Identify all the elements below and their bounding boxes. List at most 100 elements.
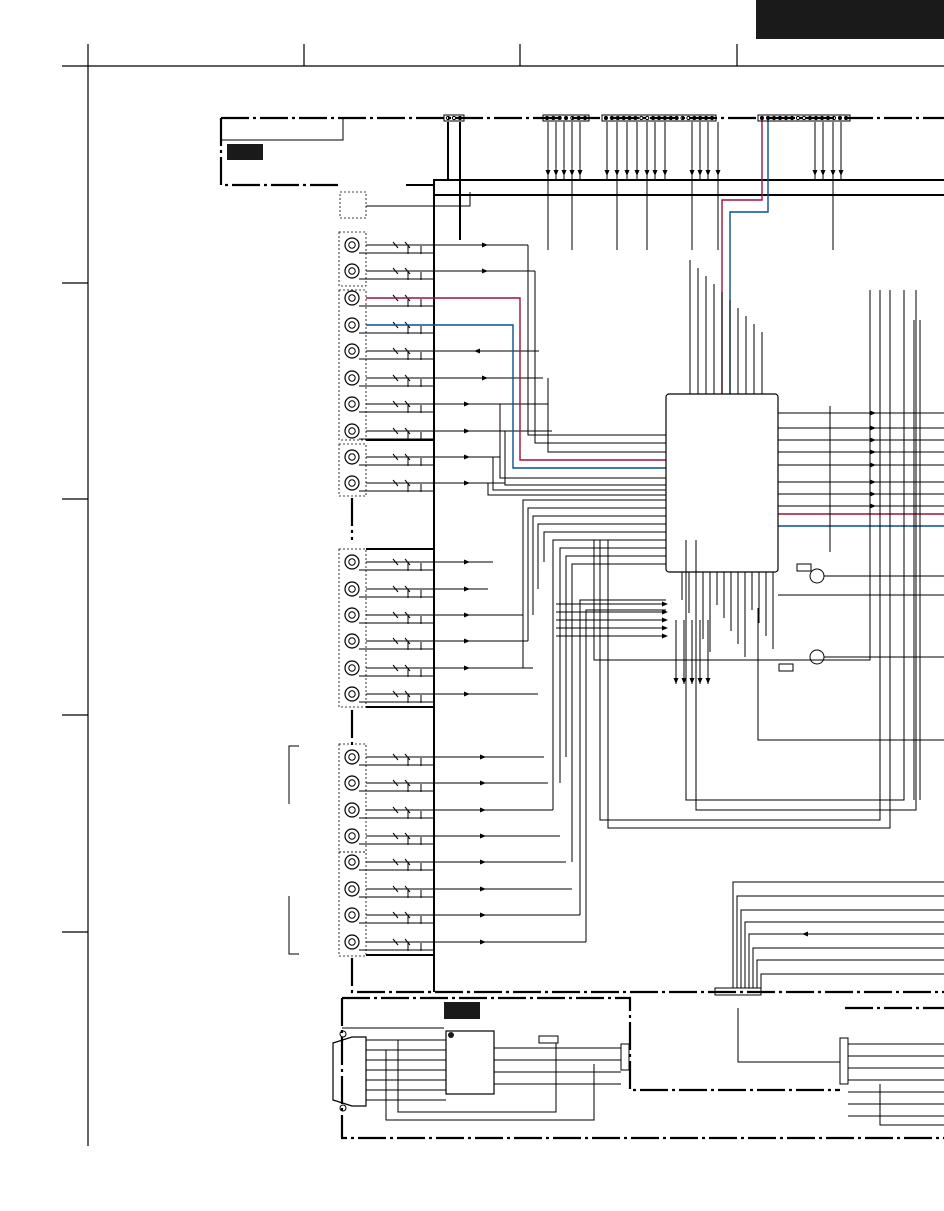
riser-line xyxy=(537,523,666,589)
arrow-icon xyxy=(870,479,876,485)
connector-pin-icon xyxy=(837,115,843,121)
rca-jack-icon xyxy=(344,633,360,649)
capacitor-icon xyxy=(407,352,422,360)
arrow-icon xyxy=(870,437,876,443)
connector-pin-icon xyxy=(680,115,685,121)
arrow-icon xyxy=(464,638,470,644)
arrow-icon xyxy=(689,678,695,684)
connector-pin-icon xyxy=(795,115,801,121)
connector-pin-icon xyxy=(777,115,783,121)
routing-lines xyxy=(593,290,944,988)
rca-jack-icon xyxy=(344,881,360,897)
arrow-icon xyxy=(480,859,486,865)
rca-jack-icon xyxy=(344,581,360,597)
selector-ic xyxy=(665,393,779,573)
arrow-icon xyxy=(464,665,470,671)
connector-pin-icon xyxy=(831,115,837,121)
arrow-icon xyxy=(634,170,640,176)
rca-jack-center-icon xyxy=(348,637,356,645)
rca-jack-center-icon xyxy=(348,427,356,435)
jack-block-outlines xyxy=(338,191,367,957)
connector-pin-icon xyxy=(651,115,656,121)
arrow-icon xyxy=(464,559,470,565)
arrow-icon xyxy=(662,617,668,623)
arrow-icon xyxy=(715,170,721,176)
ic-pin-lines xyxy=(556,260,944,657)
top-connectors xyxy=(443,114,851,250)
bottom-connector xyxy=(714,987,840,1063)
capacitor-icon xyxy=(407,379,422,387)
bottom-route-line xyxy=(732,881,944,988)
arrow-icon xyxy=(870,425,876,431)
arrow-icon xyxy=(480,807,486,813)
arrow-icon xyxy=(482,268,488,274)
connector-pin-icon xyxy=(801,115,807,121)
rca-jack-icon xyxy=(344,370,360,386)
routing-loop xyxy=(607,290,891,829)
connector-pin-icon xyxy=(603,115,609,121)
rca-jack-icon xyxy=(344,423,360,439)
capacitor-icon xyxy=(407,863,422,871)
arrow-icon xyxy=(652,170,658,176)
lower-right-route xyxy=(879,1084,944,1126)
input-bus xyxy=(366,122,944,992)
capacitor-icon xyxy=(407,890,422,898)
connector-header xyxy=(443,114,465,122)
rca-jack-center-icon xyxy=(348,241,356,249)
bottom-route-line xyxy=(760,973,944,988)
connector-pin-icon xyxy=(692,115,697,121)
rca-jack-icon xyxy=(344,449,360,465)
rca-jack-center-icon xyxy=(348,611,356,619)
arrow-icon xyxy=(870,491,876,497)
routing-loop xyxy=(599,290,881,821)
riser-line xyxy=(534,271,666,444)
arrow-icon xyxy=(464,586,470,592)
arrow-icon xyxy=(812,170,818,176)
connector-pin-icon xyxy=(825,115,831,121)
connector-pin-icon xyxy=(704,115,709,121)
capacitor-icon xyxy=(407,458,422,466)
arrow-icon xyxy=(681,678,687,684)
rca-jack-center-icon xyxy=(348,400,356,408)
capacitor-icon xyxy=(407,784,422,792)
arrow-icon xyxy=(464,401,470,407)
rca-jack-center-icon xyxy=(348,321,356,329)
capacitor-icon xyxy=(407,484,422,492)
capacitor-icon xyxy=(407,590,422,598)
capacitor-icon xyxy=(407,695,422,703)
capacitor-icon xyxy=(407,758,422,766)
arrow-icon xyxy=(830,170,836,176)
riser-line xyxy=(585,609,666,942)
rca-jack-icon xyxy=(344,290,360,306)
arrow-icon xyxy=(662,633,668,639)
arrow-icon xyxy=(802,931,808,937)
rca-jack-icon xyxy=(344,934,360,950)
arrow-icon xyxy=(482,242,488,248)
riser-line xyxy=(527,507,666,641)
arrow-icon xyxy=(870,462,876,468)
arrow-icon xyxy=(624,170,630,176)
bottom-route-line xyxy=(744,921,944,988)
capacitor-icon xyxy=(407,811,422,819)
arrow-icon xyxy=(480,912,486,918)
lower-route xyxy=(385,1050,595,1121)
arrow-icon xyxy=(545,170,551,176)
rca-jack-icon xyxy=(344,396,360,412)
arrow-icon xyxy=(480,780,486,786)
arrow-icon xyxy=(480,886,486,892)
arrow-icon xyxy=(474,348,480,354)
connector-pin-icon xyxy=(551,115,556,121)
rca-jack-icon xyxy=(344,607,360,623)
arrow-icon xyxy=(464,480,470,486)
rca-jack-icon xyxy=(344,554,360,570)
connector-pin-icon xyxy=(645,115,650,121)
rca-jack-center-icon xyxy=(348,885,356,893)
board-label-top xyxy=(221,118,344,160)
connector-pin-icon xyxy=(813,115,819,121)
capacitor-icon xyxy=(407,837,422,845)
rca-jack-center-icon xyxy=(348,347,356,355)
rca-jack-center-icon xyxy=(348,858,356,866)
riser-line xyxy=(522,499,666,668)
rca-jack-icon xyxy=(344,237,360,253)
capacitor-icon xyxy=(407,299,422,307)
